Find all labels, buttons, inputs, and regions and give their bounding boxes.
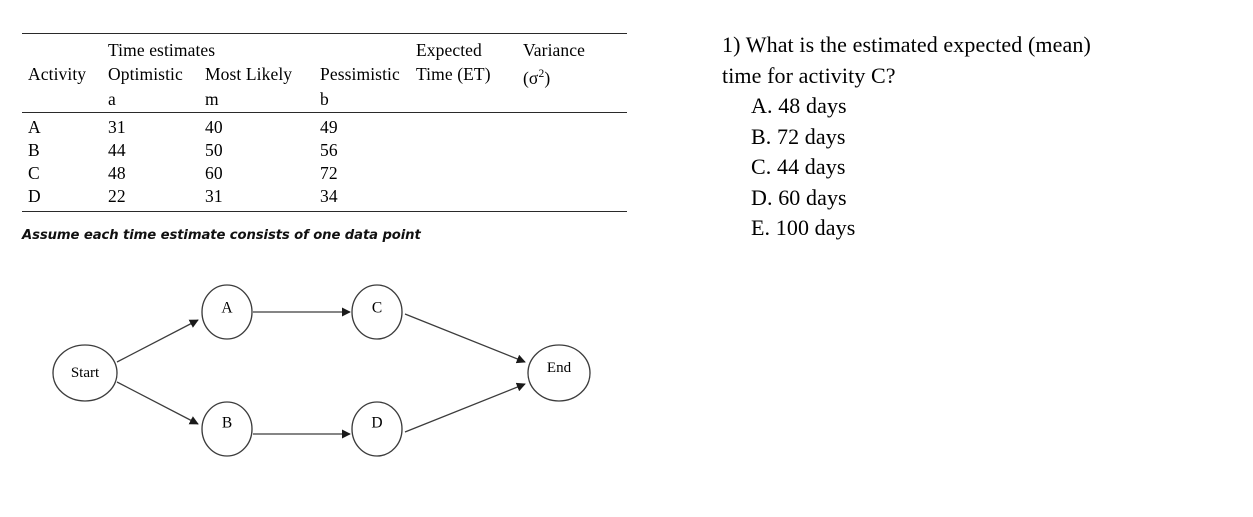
cell-most-likely: 50 bbox=[205, 140, 223, 160]
cell-optimistic: 48 bbox=[108, 163, 126, 183]
answer-option-b[interactable]: B. 72 days bbox=[751, 123, 846, 149]
cell-most-likely: 60 bbox=[205, 163, 223, 183]
header-pessimistic: Pessimistic bbox=[320, 64, 400, 84]
node-a: A bbox=[201, 284, 253, 340]
header-expected-line2: Time (ET) bbox=[416, 64, 491, 84]
table-top-rule bbox=[22, 33, 627, 34]
edge-start-to-a bbox=[116, 319, 199, 363]
question-text-line1: 1) What is the estimated expected (mean) bbox=[722, 32, 1091, 57]
answer-option-e[interactable]: E. 100 days bbox=[751, 215, 856, 240]
table-row: A bbox=[28, 117, 41, 137]
variance-open-paren: (σ bbox=[523, 67, 539, 88]
variance-superscript: 2 bbox=[538, 68, 545, 80]
answer-option-d[interactable]: D. 60 days bbox=[751, 184, 847, 210]
edge-start-to-b bbox=[116, 381, 199, 425]
table-header-rule bbox=[22, 112, 627, 113]
node-end-label: End bbox=[547, 360, 572, 376]
table-body: A 31 40 49 B 44 50 56 C 48 60 72 D 22 31… bbox=[22, 113, 627, 211]
cell-pessimistic: 56 bbox=[320, 140, 338, 160]
cell-optimistic: 44 bbox=[108, 140, 126, 160]
node-start-label: Start bbox=[71, 365, 100, 381]
pert-estimates-table: Time estimates Expected Variance Activit… bbox=[22, 33, 627, 212]
table-row: D bbox=[28, 186, 41, 206]
node-b-label: B bbox=[222, 415, 232, 432]
question-panel: 1) What is the estimated expected (mean)… bbox=[722, 30, 1222, 244]
symbol-most-likely: m bbox=[205, 89, 219, 109]
header-variance-line1: Variance bbox=[523, 40, 586, 60]
edge-c-to-end bbox=[404, 313, 526, 364]
node-d-label: D bbox=[371, 415, 382, 432]
header-variance-line2: (σ2) bbox=[523, 64, 550, 88]
table-row: B bbox=[28, 140, 40, 160]
symbol-pessimistic: b bbox=[320, 89, 329, 109]
cell-optimistic: 31 bbox=[108, 117, 126, 137]
header-most-likely: Most Likely bbox=[205, 64, 293, 84]
cell-most-likely: 31 bbox=[205, 186, 223, 206]
node-d: D bbox=[351, 401, 403, 457]
edge-d-to-end bbox=[404, 382, 526, 433]
header-optimistic: Optimistic bbox=[108, 64, 183, 84]
activity-network-diagram: Start A B C D End bbox=[20, 262, 640, 502]
cell-pessimistic: 49 bbox=[320, 117, 338, 137]
node-c: C bbox=[351, 284, 403, 340]
cell-pessimistic: 72 bbox=[320, 163, 338, 183]
cell-pessimistic: 34 bbox=[320, 186, 338, 206]
header-expected-line1: Expected bbox=[416, 40, 482, 60]
table-bottom-rule bbox=[22, 211, 627, 212]
question-text-line2: time for activity C? bbox=[722, 62, 896, 88]
node-c-label: C bbox=[372, 300, 382, 317]
table-note: Assume each time estimate consists of on… bbox=[22, 228, 421, 243]
node-b: B bbox=[201, 401, 253, 457]
node-end: End bbox=[527, 344, 591, 402]
answer-option-c[interactable]: C. 44 days bbox=[751, 154, 846, 179]
answer-option-a[interactable]: A. 48 days bbox=[751, 93, 847, 118]
table-header: Time estimates Expected Variance Activit… bbox=[22, 34, 627, 112]
symbol-optimistic: a bbox=[108, 89, 116, 109]
node-a-label: A bbox=[221, 300, 233, 317]
header-activity: Activity bbox=[28, 64, 87, 84]
node-start: Start bbox=[52, 344, 118, 402]
header-time-estimates-group: Time estimates bbox=[108, 40, 216, 60]
variance-close-paren: ) bbox=[544, 67, 551, 88]
cell-most-likely: 40 bbox=[205, 117, 223, 137]
cell-optimistic: 22 bbox=[108, 186, 126, 206]
table-row: C bbox=[28, 163, 40, 183]
